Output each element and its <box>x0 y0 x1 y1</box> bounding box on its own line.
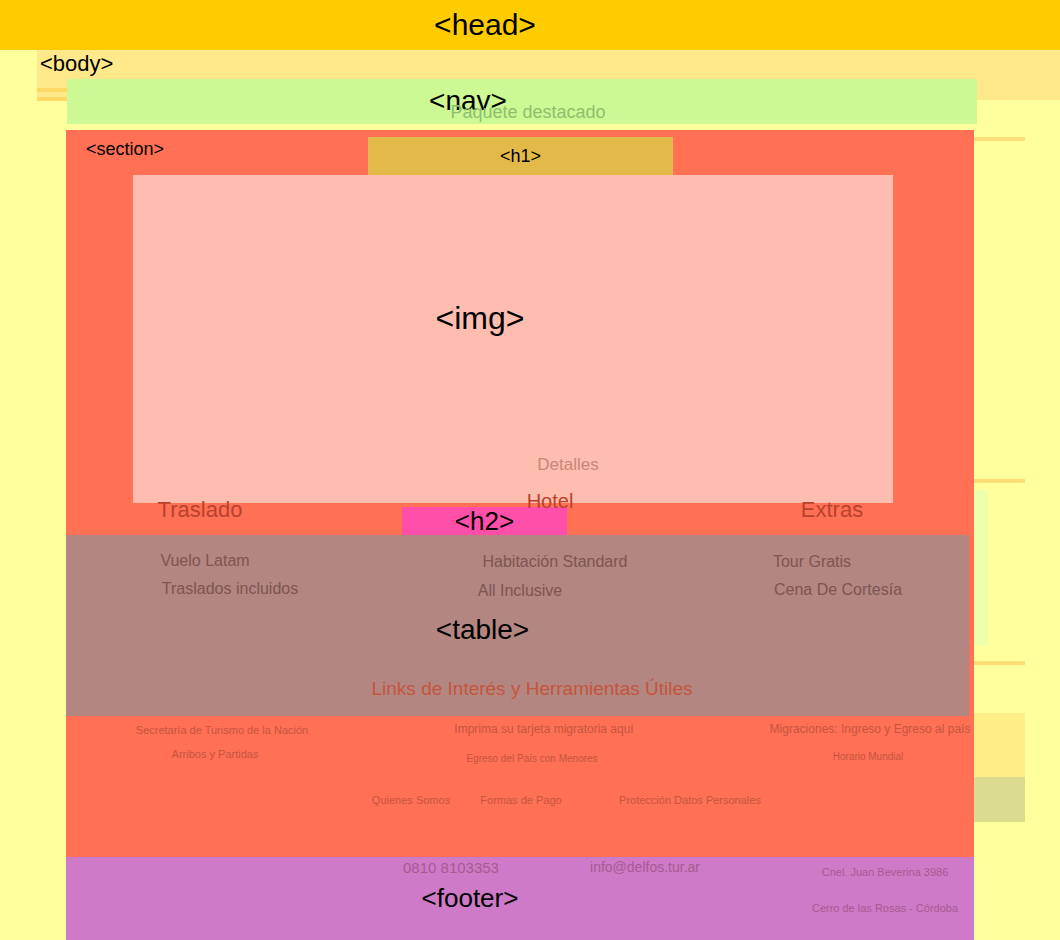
faded-page-text: Habitación Standard <box>483 553 628 571</box>
faded-page-text: Cena De Cortesía <box>774 581 902 599</box>
body-region: <nav> <h1> <img> <h2> <table> <section> <foote… <box>0 50 1060 940</box>
faded-page-text: Traslado <box>158 498 243 522</box>
tag-label: <img> <box>436 300 525 337</box>
faded-page-text: Quienes Somos <box>372 794 450 806</box>
faded-page-text: Hotel <box>527 490 574 512</box>
faded-page-text: Imprima su tarjeta migratoria aquí <box>454 723 633 736</box>
h2-box: <h2> <box>402 507 567 536</box>
footer-band: <footer> <box>66 857 974 940</box>
tag-label: <h2> <box>455 507 514 537</box>
faded-page-text: Cerro de las Rosas - Córdoba <box>812 902 958 914</box>
faded-page-text: Detalles <box>537 456 598 475</box>
table-box: <table> <box>66 535 969 716</box>
tag-label: <footer> <box>422 884 519 914</box>
faded-page-text: Horario Mundial <box>833 751 904 762</box>
faded-page-text: Migraciones: Ingreso y Egreso al país <box>770 723 971 736</box>
tag-label: <table> <box>436 614 529 646</box>
faded-page-text: Egreso del País con Menores <box>466 753 597 764</box>
faded-page-text: All Inclusive <box>478 582 562 600</box>
nav-band: <nav> <box>67 79 977 124</box>
head-band: <head> <box>0 0 1060 50</box>
faded-page-text: Formas de Pago <box>480 794 561 806</box>
faded-page-text: Secretaría de Turismo de la Nación <box>136 724 308 736</box>
faded-page-text: Protección Datos Personales <box>619 794 761 806</box>
faded-page-text: Traslados incluidos <box>162 580 298 598</box>
section-region: <h1> <img> <h2> <table> <section> <box>66 130 974 857</box>
img-box: <img> <box>133 175 893 503</box>
tag-label: <body> <box>40 51 113 76</box>
faded-page-text: 0810 8103353 <box>403 860 499 877</box>
h1-box: <h1> <box>368 137 673 175</box>
faded-page-text: Links de Interés y Herramientas Útiles <box>371 679 692 700</box>
faded-page-text: Tour Gratis <box>773 553 851 571</box>
tag-label: <h1> <box>500 146 541 167</box>
tag-label: <head> <box>434 8 536 43</box>
faded-page-text: Extras <box>801 498 863 522</box>
tag-label: <nav> <box>429 85 507 117</box>
tag-label: <section> <box>86 139 164 160</box>
faded-page-text: Vuelo Latam <box>160 552 249 570</box>
faded-page-text: Cnel. Juan Beverina 3986 <box>822 866 949 878</box>
faded-page-text: info@delfos.tur.ar <box>590 860 700 875</box>
faded-page-text: Arribos y Partidas <box>172 748 259 760</box>
